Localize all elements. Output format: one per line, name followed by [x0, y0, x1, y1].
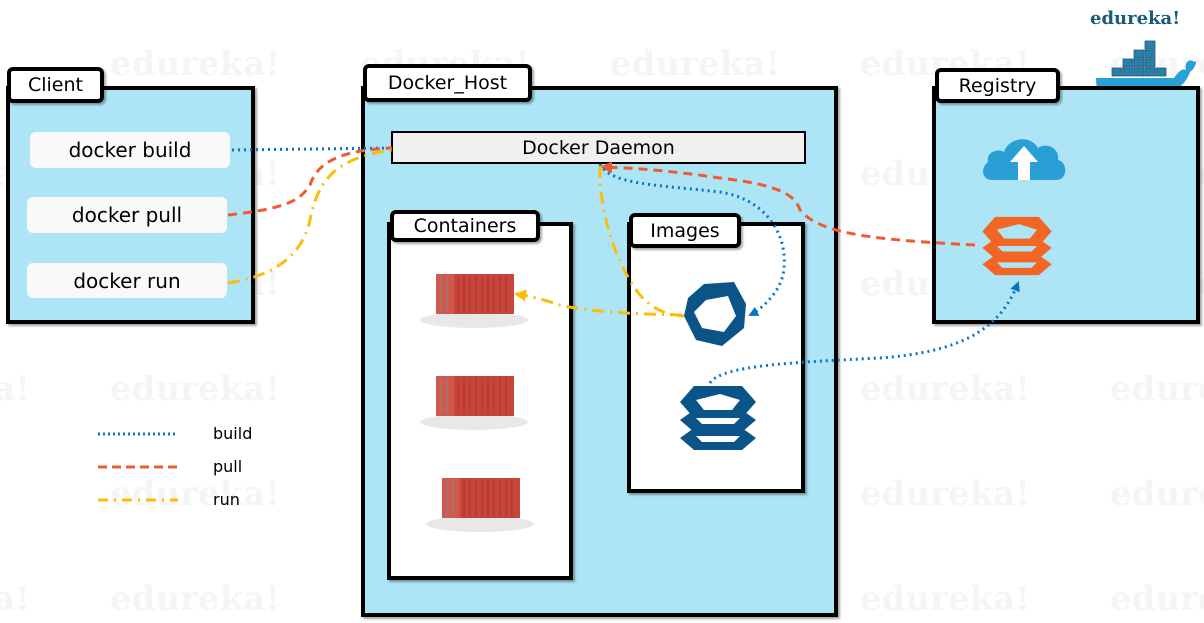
watermark-text: edureka!	[1110, 474, 1204, 514]
images-panel	[627, 222, 805, 493]
legend-lines	[98, 432, 178, 502]
watermark-text: edureka!	[1110, 369, 1204, 409]
images-title: Images	[629, 213, 741, 248]
docker-daemon[interactable]: Docker Daemon	[391, 131, 806, 164]
legend-pull-label: pull	[213, 457, 243, 476]
watermark-text: edureka!	[110, 44, 280, 84]
registry-images-icon	[982, 216, 1052, 276]
registry-title: Registry	[935, 68, 1060, 103]
docker-pull-command[interactable]: docker pull	[27, 197, 227, 233]
watermark-text: edureka!	[860, 474, 1030, 514]
legend-build-label: build	[213, 424, 253, 443]
single-image-icon	[684, 282, 746, 346]
legend-run-label: run	[213, 490, 240, 509]
watermark-text: edureka!	[110, 369, 280, 409]
watermark-text: edureka!	[0, 579, 30, 619]
client-title: Client	[7, 67, 104, 103]
watermark-text: edureka!	[860, 579, 1030, 619]
containers-title: Containers	[390, 210, 540, 242]
watermark-text: edureka!	[860, 369, 1030, 409]
container-icon	[420, 274, 528, 328]
container-icon	[426, 478, 534, 532]
cloud-upload-icon	[983, 139, 1066, 180]
container-icon	[420, 376, 528, 430]
stacked-images-icon	[680, 386, 756, 450]
docker-build-command[interactable]: docker build	[30, 132, 230, 168]
watermark-text: edureka!	[110, 579, 280, 619]
watermark-text: edureka!	[1110, 579, 1204, 619]
watermark-text: edureka!	[610, 44, 780, 84]
brand-logo: edureka!	[1090, 8, 1181, 29]
registry-panel	[932, 86, 1200, 324]
docker-run-command[interactable]: docker run	[27, 263, 227, 298]
docker-host-title: Docker_Host	[363, 64, 532, 102]
watermark-text: edureka!	[0, 369, 30, 409]
